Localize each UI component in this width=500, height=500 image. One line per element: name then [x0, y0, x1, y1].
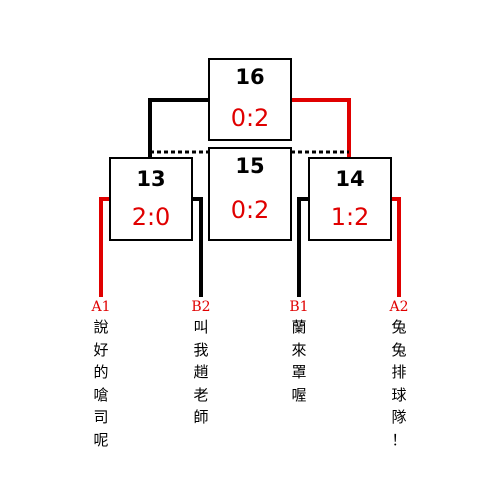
team-a2: A2 兔 兔 排 球 隊 ！ — [387, 298, 411, 451]
team-b2-name: 叫 我 趙 老 師 — [193, 318, 209, 426]
a1-connector-line — [99, 197, 110, 297]
b1-connector-line — [297, 197, 308, 297]
team-b1-seed: B1 — [289, 299, 309, 315]
team-b2-seed: B2 — [191, 299, 211, 315]
match-15-number: 15 — [235, 154, 265, 178]
b2-connector-line — [192, 197, 203, 297]
match-15-box: 15 0:2 — [208, 147, 292, 241]
match-13-score: 2:0 — [131, 203, 171, 231]
match-14-number: 14 — [335, 167, 365, 191]
team-b1: B1 蘭 來 罩 喔 — [287, 298, 311, 406]
match-14-box: 14 1:2 — [308, 157, 392, 241]
match-13-number: 13 — [136, 167, 166, 191]
a2-connector-line — [390, 197, 401, 297]
team-a1-name: 說 好 的 嗆 司 呢 — [93, 318, 109, 449]
match-16-number: 16 — [235, 65, 265, 89]
match-13-box: 13 2:0 — [109, 157, 193, 241]
team-a1: A1 說 好 的 嗆 司 呢 — [89, 298, 113, 451]
m13-to-m16-line — [148, 98, 209, 158]
match-14-score: 1:2 — [330, 203, 370, 231]
team-a2-seed: A2 — [389, 299, 409, 315]
team-b1-name: 蘭 來 罩 喔 — [291, 318, 307, 404]
team-a2-name: 兔 兔 排 球 隊 ！ — [391, 318, 407, 449]
team-a1-seed: A1 — [91, 299, 111, 315]
team-b2: B2 叫 我 趙 老 師 — [189, 298, 213, 429]
m14-to-m16-line — [291, 98, 351, 158]
match-15-score: 0:2 — [230, 196, 270, 224]
match-16-box: 16 0:2 — [208, 58, 292, 141]
match-16-score: 0:2 — [230, 104, 270, 132]
